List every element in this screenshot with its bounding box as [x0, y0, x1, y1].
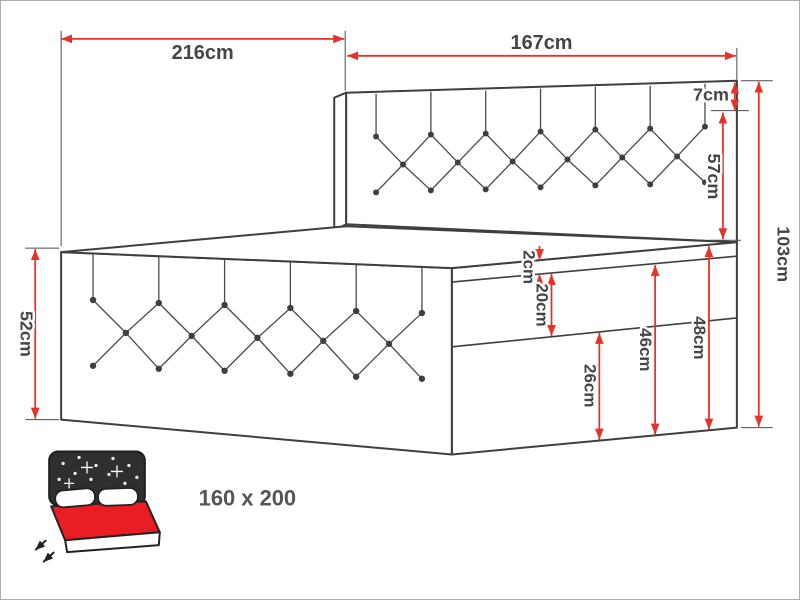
label-base-plus-mattress: 46cm	[636, 328, 655, 371]
dimension-top-to-floor: 48cm	[688, 246, 714, 430]
headboard-tufting-buttons	[373, 123, 708, 196]
dimension-mattress-lip: 2cm	[517, 246, 544, 289]
label-bed-length: 216cm	[172, 42, 234, 64]
dimension-headboard-front: 57cm	[701, 112, 741, 241]
dimensions: 216cm 167cm 7cm 57cm 103cm 52cm	[14, 29, 796, 440]
label-side-panel: 52cm	[16, 311, 36, 357]
label-headboard-front: 57cm	[704, 153, 724, 199]
bed-size-icon	[34, 450, 161, 563]
label-base: 26cm	[580, 364, 599, 407]
dimension-bed-width: 167cm	[347, 29, 738, 81]
label-headboard-edge: 7cm	[693, 85, 729, 105]
dimension-total-height: 103cm	[740, 80, 796, 429]
icon-arrows	[34, 539, 55, 563]
mattress-bottom-line	[451, 317, 737, 348]
side-panel-tufting-buttons	[89, 296, 426, 382]
label-total-height: 103cm	[774, 226, 794, 282]
icon-stars	[57, 455, 139, 489]
label-top-to-floor: 48cm	[690, 316, 709, 359]
sparkle-icon	[81, 461, 94, 474]
dimension-side-panel: 52cm	[14, 247, 60, 421]
label-mattress: 20cm	[533, 283, 552, 326]
icon-pillow-left	[54, 487, 96, 509]
dimension-mattress: 20cm	[530, 274, 556, 336]
bed-size-label: 160 x 200	[199, 485, 296, 510]
bed-drawing	[60, 79, 738, 456]
label-mattress-lip: 2cm	[520, 250, 539, 284]
side-panel	[60, 251, 453, 456]
dimension-base-plus-mattress: 46cm	[634, 265, 660, 435]
dimension-bed-length: 216cm	[60, 30, 346, 247]
dimension-base: 26cm	[578, 332, 604, 440]
icon-base	[64, 531, 161, 554]
label-bed-width: 167cm	[511, 32, 573, 54]
headboard-face	[345, 79, 738, 244]
dimension-headboard-edge: 7cm	[691, 82, 749, 112]
icon-pillow-right	[97, 487, 139, 507]
sparkle-icon	[64, 478, 75, 489]
sparkle-icon	[110, 465, 123, 478]
mattress-lip-line	[451, 255, 737, 283]
headboard-side-edge	[333, 91, 348, 232]
mattress-top	[60, 225, 738, 270]
